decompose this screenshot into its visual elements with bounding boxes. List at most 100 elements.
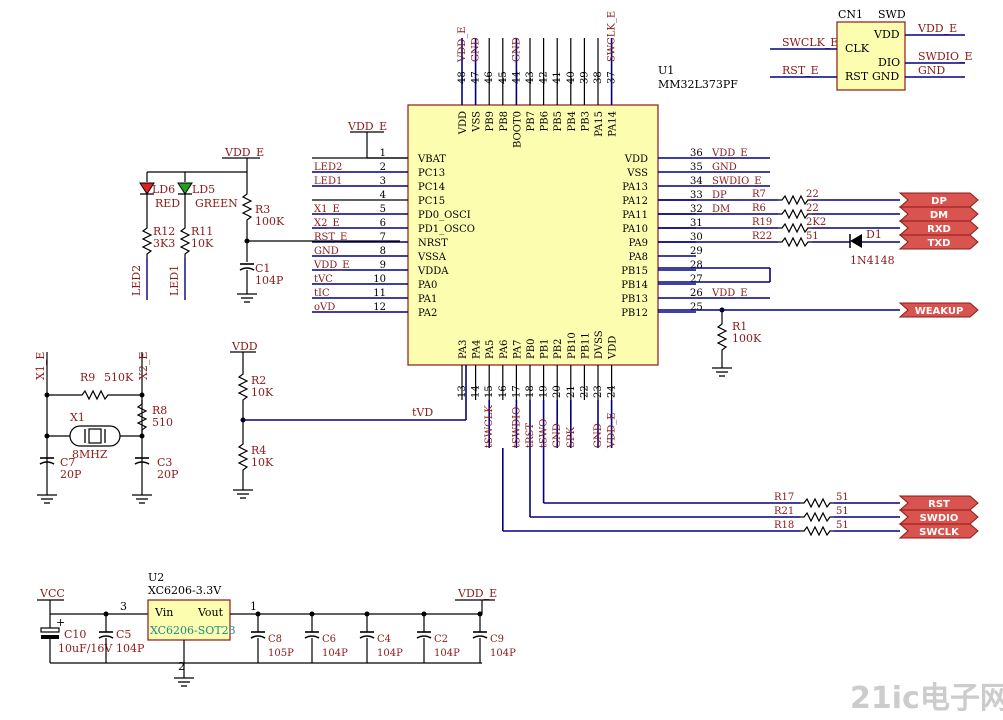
c5-ref: C5 xyxy=(116,628,131,641)
r11-ref: R11 xyxy=(191,225,213,238)
u1-pin-16-name: PA6 xyxy=(499,340,510,359)
u1-pin-3-net: LED1 xyxy=(314,176,342,187)
u1-pin-3-num: 3 xyxy=(380,176,386,187)
u1-left-pins: 1VBAT2PC13LED23PC14LED14PC155PD0_OSCIX1_… xyxy=(312,148,475,319)
r2-ref: R2 xyxy=(251,374,266,387)
u1-pin-46-num: 46 xyxy=(484,71,495,84)
u1-pin-36-net: VDD_E xyxy=(711,148,748,159)
r8-ref: R8 xyxy=(152,404,167,417)
u1-pin-47-net: GND xyxy=(471,37,482,62)
u1-pin-27-num: 27 xyxy=(690,274,703,285)
r3-ref: R3 xyxy=(255,203,270,216)
u1-bottom-pins: 13PA314PA415PA5tSWCLK16PA617PA7tSWDIO18P… xyxy=(457,330,619,449)
u1-pin-8-num: 8 xyxy=(380,246,386,257)
u1-pin-26-num: 26 xyxy=(690,288,703,299)
u1-pin-18-num: 18 xyxy=(525,385,536,398)
port-swdio-label: SWDIO xyxy=(920,513,959,524)
u1-pin-9-name: VDDA xyxy=(417,266,449,277)
u1-pin-9-net: VDD_E xyxy=(313,260,350,271)
u1-pin-24-num: 24 xyxy=(607,385,618,398)
u1-pin-1-name: VBAT xyxy=(417,154,446,165)
res-R21-ref: R21 xyxy=(774,506,794,517)
u1-pin-13-num: 13 xyxy=(457,385,468,398)
u2-body xyxy=(147,599,231,641)
r12-ref: R12 xyxy=(153,225,175,238)
u1-pin-11-num: 11 xyxy=(373,288,386,299)
u1-pin-46-name: PB9 xyxy=(485,111,496,131)
u1-pin-31-num: 31 xyxy=(690,218,703,229)
u1-pin-14-name: PA4 xyxy=(472,340,483,359)
u1-pin-48-num: 48 xyxy=(457,71,468,84)
u1-pin-48-name: VDD xyxy=(458,111,469,135)
u1-pin-37-num: 37 xyxy=(607,71,618,84)
port-dp-label: DP xyxy=(931,196,947,207)
u1-pin-11-net: tIC xyxy=(314,288,330,299)
u1-pin-41-num: 41 xyxy=(552,71,563,84)
cap-C9-val: 104P xyxy=(490,648,516,659)
d1-ref: D1 xyxy=(866,228,882,241)
cn1-net-gnd: GND xyxy=(918,64,945,77)
divider-section: VDD R2 10K tVD R4 10K xyxy=(230,340,467,499)
u1-pin-2-net: LED2 xyxy=(314,162,342,173)
led-vdd-label: VDD_E xyxy=(224,146,264,159)
ld6-color: RED xyxy=(155,197,180,210)
cap-C4-ref: C4 xyxy=(377,634,391,645)
vbat-supply: VDD_E xyxy=(347,120,408,159)
u1-pin-28-num: 28 xyxy=(690,260,703,271)
port-txd xyxy=(898,234,979,250)
u1-pin-28-name: PB15 xyxy=(621,266,648,277)
c10-polarity-icon: + xyxy=(56,616,65,629)
r12-val: 3K3 xyxy=(153,237,175,250)
u1-pin-2-name: PC13 xyxy=(418,168,445,179)
u1-pin-32-num: 32 xyxy=(690,204,703,215)
u2-vout: Vout xyxy=(197,606,224,619)
u1-pin-16-num: 16 xyxy=(498,385,509,398)
u1-pin-43-num: 43 xyxy=(525,71,536,84)
u1-pin-6-num: 6 xyxy=(380,218,386,229)
divider-vdd-label: VDD xyxy=(231,340,258,353)
cn1-connector: CN1 SWD VDD CLK DIO RST GND VDD_E SWCLK_… xyxy=(770,8,973,91)
u1-pin-15-net: tSWCLK xyxy=(484,405,495,448)
r11-val: 10K xyxy=(191,237,214,250)
u1-pin-21-name: PB10 xyxy=(567,332,578,359)
cn1-pin-vdd: VDD xyxy=(873,28,900,41)
u1-pin-15-num: 15 xyxy=(484,385,495,398)
u1-ref: U1 xyxy=(658,64,674,77)
x1-net: X1_E xyxy=(34,352,47,380)
c10-val: 10uF/16V xyxy=(58,642,113,655)
u1-pin-39-name: PB3 xyxy=(580,111,591,131)
u1-pin-5-net: X1_E xyxy=(314,204,340,215)
u1-pin-8-name: VSSA xyxy=(417,252,447,263)
u1-pin-41-name: PB5 xyxy=(553,111,564,131)
crystal-section: X1_E X2_E R9 510K R8 510 X1 8MHZ C7 20P … xyxy=(34,352,179,504)
c1-val: 104P xyxy=(255,274,284,287)
res-R21-symbol xyxy=(799,512,835,522)
u1-pin-31-name: PA10 xyxy=(622,224,648,235)
ld5-net: LED1 xyxy=(168,265,181,296)
x1-val: 8MHZ xyxy=(72,448,108,461)
cap-C6-ref: C6 xyxy=(322,634,336,645)
u1-pin-44-net: GND xyxy=(511,37,522,62)
cn1-pin-gnd: GND xyxy=(872,70,899,83)
u1-pin-45-num: 45 xyxy=(498,71,509,84)
u2-vin: Vin xyxy=(154,606,173,619)
u1-pin-10-net: tVC xyxy=(314,274,333,285)
cap-C8-symbol xyxy=(250,631,266,639)
u1-pin-35-num: 35 xyxy=(690,162,703,173)
cn1-pin-rst: RST xyxy=(845,70,869,83)
u2-ref: U2 xyxy=(148,571,164,584)
u1-pin-33-num: 33 xyxy=(690,190,703,201)
cap-C4-symbol xyxy=(359,631,375,639)
u1-pin-48-net: VDD_E xyxy=(457,26,468,63)
u1-pin-10-name: PA0 xyxy=(418,280,437,291)
vbat-vdd-label: VDD_E xyxy=(347,120,387,133)
u1-pin-1-num: 1 xyxy=(380,148,386,159)
res-R22-ref: R22 xyxy=(752,231,772,242)
u1-pin-40-num: 40 xyxy=(566,71,577,84)
u1-pin-18-name: PB0 xyxy=(526,339,537,359)
port-txd-label: TXD xyxy=(928,238,951,249)
u1-pin-42-name: PB6 xyxy=(540,111,551,131)
cn1-net-clk: SWCLK_E xyxy=(782,36,838,49)
cap-C9-symbol xyxy=(472,631,488,639)
